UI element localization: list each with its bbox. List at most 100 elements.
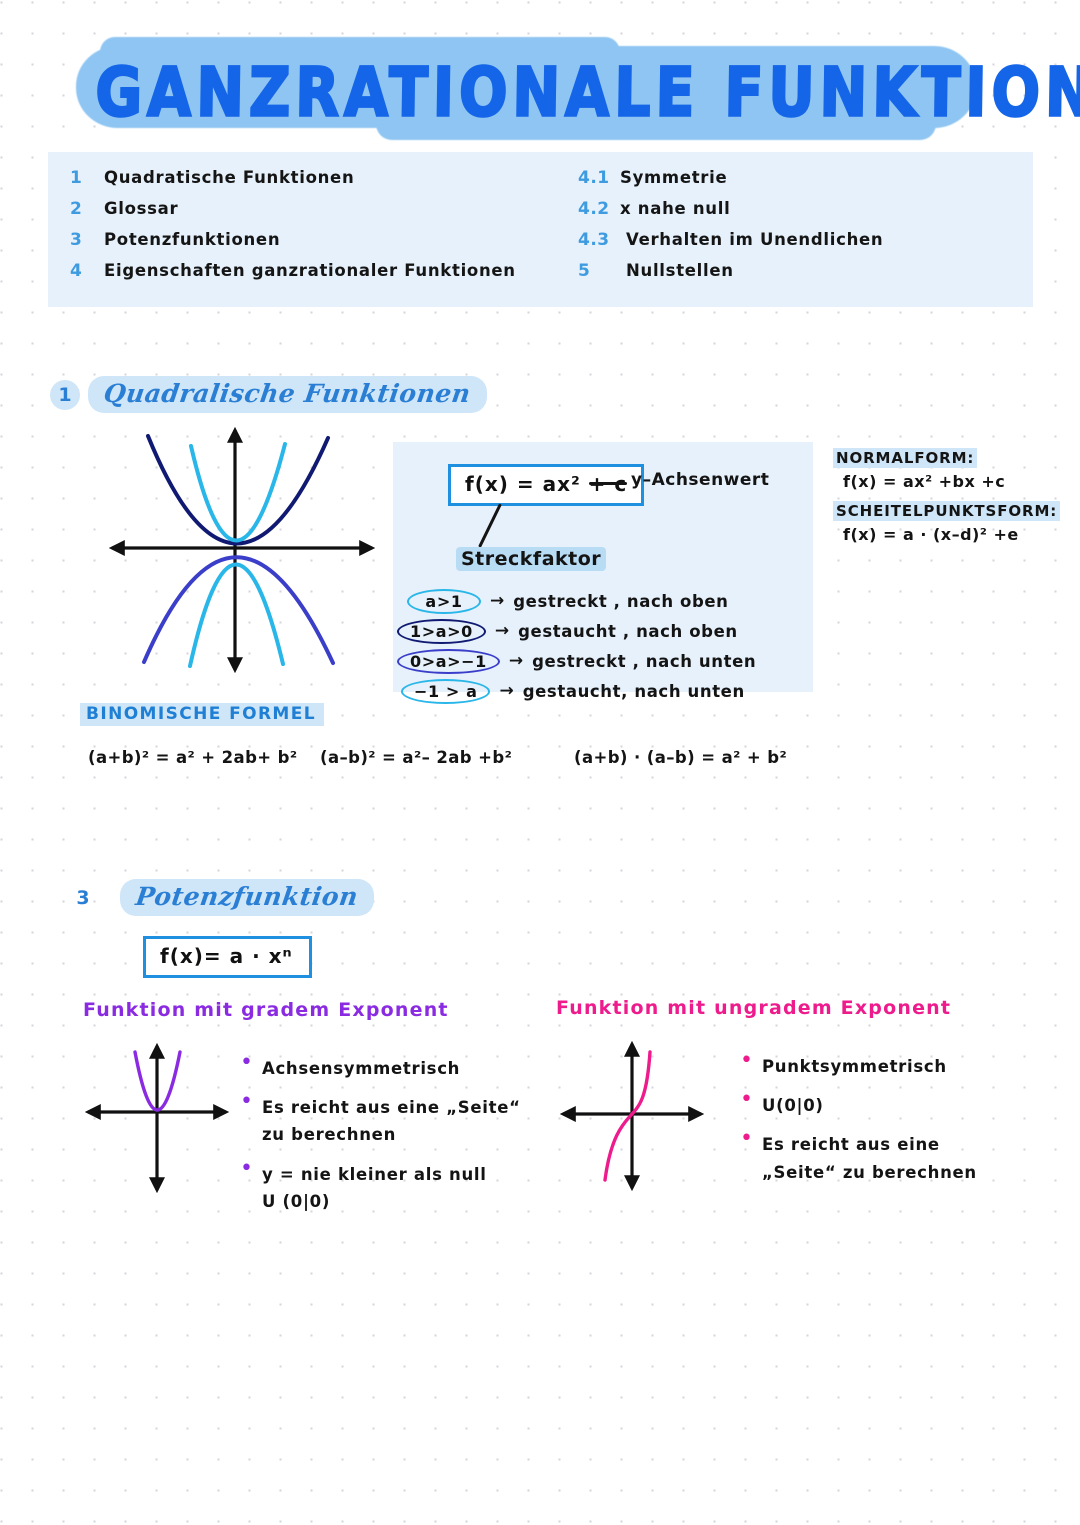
- toc-label: Eigenschaften ganzrationaler Funktionen: [104, 261, 516, 280]
- section-1-heading: 1 Quadralische Funktionen: [50, 376, 487, 413]
- toc-label: Quadratische Funktionen: [104, 168, 355, 187]
- rule-condition-pill: a>1: [407, 588, 481, 614]
- rule-row-4: −1 > a → gestaucht, nach unten: [401, 678, 745, 704]
- toc-item-4-3[interactable]: 4.3 Verhalten im Unendlichen: [578, 230, 883, 252]
- even-exponent-graph: [84, 1042, 230, 1194]
- section-3-number-badge: 3: [68, 883, 98, 913]
- bullet-text: Achsensymmetrisch: [261, 1059, 461, 1078]
- toc-column-left: 1 Quadratische Funktionen 2 Glossar 3 Po…: [70, 168, 516, 292]
- arrow-right-icon: →: [490, 591, 505, 611]
- bullet-dot-icon: •: [240, 1050, 253, 1075]
- rule-condition: 1>a>0: [410, 621, 473, 641]
- curve-cyan-down: [188, 562, 285, 668]
- quadratic-formula-box: f(x) = ax² + c: [448, 464, 645, 506]
- toc-item-4[interactable]: 4 Eigenschaften ganzrationaler Funktione…: [70, 261, 516, 283]
- binom-formula-3: (a+b) · (a–b) = a² + b²: [574, 748, 788, 767]
- toc-number: 3: [70, 230, 83, 250]
- bullet-text: Es reicht aus eine „Seite“ zu berechnen: [261, 1098, 521, 1145]
- section-3-title-highlight: Potenzfunktion: [120, 879, 374, 916]
- rule-condition-pill: 1>a>0: [397, 618, 486, 644]
- page-title-block: GANZRATIONALE FUNKTION: [70, 37, 1080, 140]
- normalform-block: NORMALFORM: f(x) = ax² +bx +c SCHEITELPU…: [833, 448, 1073, 554]
- section-title: Potenzfunktion: [133, 882, 361, 911]
- power-function-formula-box: f(x)= a · xⁿ: [143, 936, 312, 978]
- table-of-contents: 1 Quadratische Funktionen 2 Glossar 3 Po…: [48, 152, 1033, 307]
- rule-description: gestaucht, nach unten: [522, 681, 745, 701]
- toc-item-4-1[interactable]: 4.1 Symmetrie: [578, 168, 883, 190]
- list-item: • U(0|0): [740, 1087, 1040, 1119]
- binom-formula-1: (a+b)² = a² + 2ab+ b²: [88, 748, 298, 767]
- arrow-right-icon: →: [499, 681, 514, 701]
- rule-row-2: 1>a>0 → gestaucht , nach oben: [397, 618, 738, 644]
- rule-condition: −1 > a: [414, 681, 478, 701]
- toc-number: 2: [70, 199, 83, 219]
- section-1-content-box: f(x) = ax² + c y–Achsenwert Streckfaktor…: [393, 442, 813, 704]
- binomische-formel-rows: (a+b)² = a² + 2ab+ b² (a–b)² = a²– 2ab +…: [80, 748, 840, 774]
- toc-number: 5: [578, 261, 591, 281]
- y-axis-value-label: y–Achsenwert: [631, 470, 770, 490]
- rule-description: gestaucht , nach oben: [518, 621, 738, 641]
- toc-number: 4.3: [578, 230, 610, 250]
- section-1-title-highlight: Quadralische Funktionen: [88, 376, 487, 413]
- odd-exponent-heading: Funktion mit ungradem Exponent: [556, 997, 952, 1019]
- y-axis-pointer-line: [589, 482, 627, 485]
- toc-label: Nullstellen: [626, 261, 734, 280]
- curve-cubic-pink: [603, 1050, 652, 1182]
- list-item: • Es reicht aus eine „Seite“ zu berechne…: [740, 1126, 1040, 1185]
- toc-number: 4: [70, 261, 83, 281]
- toc-label: Glossar: [104, 199, 179, 218]
- toc-item-1[interactable]: 1 Quadratische Funktionen: [70, 168, 516, 190]
- bullet-dot-icon: •: [740, 1126, 753, 1152]
- section-number: 1: [58, 383, 72, 406]
- list-item: • Es reicht aus eine „Seite“ zu berechne…: [240, 1089, 540, 1148]
- list-item: • y = nie kleiner als null U (0|0): [240, 1157, 540, 1215]
- stretch-factor-pointer-line: [478, 503, 502, 548]
- page-title: GANZRATIONALE FUNKTION: [94, 53, 1080, 133]
- bullet-dot-icon: •: [740, 1048, 753, 1073]
- curve-navy-up: [146, 434, 330, 546]
- list-item: • Achsensymmetrisch: [240, 1050, 540, 1082]
- arrow-right-icon: →: [494, 621, 510, 641]
- toc-item-2[interactable]: 2 Glossar: [70, 199, 516, 221]
- binom-formula-2: (a–b)² = a²– 2ab +b²: [320, 748, 513, 767]
- rule-condition: a>1: [425, 591, 463, 611]
- bullet-text: Es reicht aus eine „Seite“ zu berechnen: [761, 1135, 977, 1182]
- rule-row-3: 0>a>−1 → gestreckt , nach unten: [397, 648, 756, 674]
- even-exponent-bullets: • Achsensymmetrisch • Es reicht aus eine…: [240, 1050, 540, 1227]
- normalform-label: NORMALFORM:: [833, 448, 978, 468]
- toc-number: 4.2: [578, 199, 610, 219]
- section-number: 3: [76, 886, 90, 909]
- curve-indigo-down: [142, 555, 335, 665]
- arrow-right-icon: →: [508, 651, 524, 671]
- bullet-text: Punktsymmetrisch: [761, 1057, 947, 1076]
- bullet-text: U(0|0): [761, 1096, 824, 1116]
- bullet-dot-icon: •: [240, 1089, 253, 1115]
- stretch-factor-label: Streckfaktor: [456, 547, 607, 571]
- toc-number: 4.1: [578, 168, 610, 188]
- list-item: • Punktsymmetrisch: [740, 1048, 1040, 1080]
- rule-description: gestreckt , nach unten: [532, 651, 757, 671]
- rule-condition: 0>a>−1: [410, 651, 487, 671]
- section-1-number-badge: 1: [50, 379, 80, 410]
- bullet-dot-icon: •: [740, 1087, 753, 1113]
- toc-label: Symmetrie: [620, 168, 728, 187]
- rule-condition-pill: −1 > a: [401, 678, 491, 704]
- toc-label: x nahe null: [620, 199, 731, 218]
- bullet-text: y = nie kleiner als null U (0|0): [261, 1164, 487, 1211]
- section-3-heading: 3 Potenzfunktion: [68, 879, 374, 916]
- toc-item-3[interactable]: 3 Potenzfunktionen: [70, 230, 516, 252]
- binomische-formel-label: BINOMISCHE FORMEL: [80, 703, 324, 726]
- rule-row-1: a>1 → gestreckt , nach oben: [407, 588, 729, 614]
- binomische-formel-block: BINOMISCHE FORMEL (a+b)² = a² + 2ab+ b² …: [80, 703, 840, 774]
- toc-number: 1: [70, 168, 83, 188]
- parabola-graph: [108, 426, 376, 674]
- toc-item-4-2[interactable]: 4.2 x nahe null: [578, 199, 883, 221]
- toc-label: Verhalten im Unendlichen: [626, 230, 884, 249]
- normalform-formula: f(x) = ax² +bx +c: [843, 472, 1006, 491]
- curve-cyan-up: [189, 442, 287, 543]
- toc-item-5[interactable]: 5 Nullstellen: [578, 261, 883, 283]
- scheitelpunktsform-label: SCHEITELPUNKTSFORM:: [833, 501, 1061, 521]
- power-function-formula: f(x)= a · xⁿ: [160, 944, 293, 968]
- toc-column-right: 4.1 Symmetrie 4.2 x nahe null 4.3 Verhal…: [578, 168, 883, 292]
- odd-exponent-bullets: • Punktsymmetrisch • U(0|0) • Es reicht …: [740, 1048, 1040, 1198]
